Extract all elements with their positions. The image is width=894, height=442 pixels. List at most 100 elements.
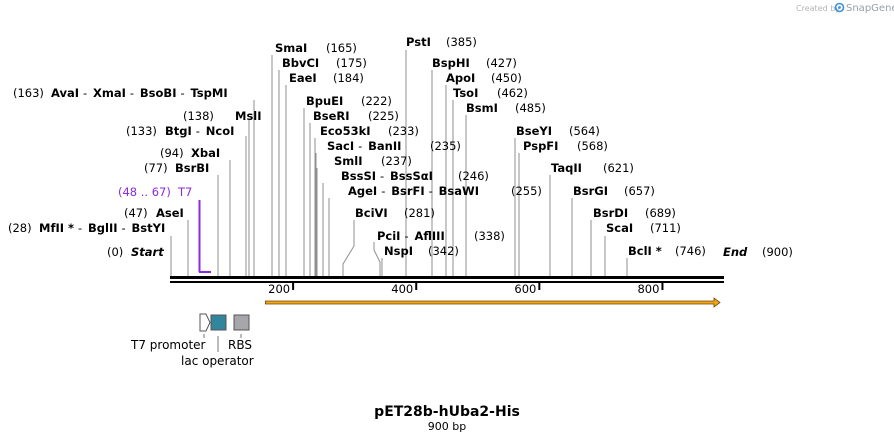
- site-separator: -: [78, 221, 82, 235]
- orf-arrow-shape: [265, 297, 721, 308]
- site-bsrbi: BsrBI(77): [144, 161, 209, 175]
- site-position: (568): [577, 139, 608, 153]
- site-position: (485): [515, 101, 546, 115]
- site-position: (564): [569, 124, 600, 138]
- site-separator: -: [358, 139, 362, 153]
- site-position: (77): [144, 161, 168, 175]
- site-name: MslI: [235, 109, 262, 123]
- site-bsrgi: BsrGI(657): [573, 184, 655, 198]
- site-position: (450): [491, 71, 522, 85]
- tick-label: 400: [391, 282, 413, 296]
- site-position: (233): [388, 124, 419, 138]
- site-btgi: BtgI-NcoI(133): [126, 124, 234, 138]
- site-apoi: ApoI(450): [446, 71, 522, 85]
- end-label: End: [723, 245, 748, 259]
- site-name: BanII: [368, 139, 401, 153]
- site-separator: -: [404, 229, 408, 243]
- site-name: BciVI: [355, 206, 388, 220]
- site-bcli: BclI *(746): [628, 244, 706, 258]
- site-nspi: NspI(342): [384, 244, 459, 258]
- site-separator: -: [180, 86, 184, 100]
- site-name: MfII *: [39, 221, 74, 235]
- site-separator: -: [381, 184, 385, 198]
- site-pspfi: PspFI(568): [523, 139, 608, 153]
- start-label: Start: [131, 245, 164, 259]
- t7-feature-marker: [198, 200, 211, 273]
- site-name: BspHI: [432, 56, 470, 70]
- site-name: AgeI: [348, 184, 377, 198]
- site-scai: ScaI(711): [606, 221, 681, 235]
- end-pos: (900): [762, 245, 793, 259]
- site-leader-lines: [170, 50, 628, 276]
- site-bcivi: BciVI(281): [355, 206, 435, 220]
- map-length: 900 bp: [428, 420, 466, 433]
- site-position: (657): [624, 184, 655, 198]
- site-name: TaqII: [551, 161, 582, 175]
- site-name: BsoBI: [140, 86, 177, 100]
- site-smli: SmlI(237): [334, 154, 412, 168]
- site-position: (163): [13, 86, 44, 100]
- site-name: NcoI: [206, 124, 235, 138]
- site-position: (47): [124, 206, 148, 220]
- site-bseri: BseRI(225): [313, 109, 399, 123]
- site-name: BseYI: [516, 124, 552, 138]
- site-position: (225): [368, 109, 399, 123]
- site-position: (133): [126, 124, 157, 138]
- site-separator: -: [130, 86, 134, 100]
- site-agei: AgeI-BsrFI-BsaWI(255): [348, 184, 542, 198]
- site-position: (94): [160, 146, 184, 160]
- site-name: BsaWI: [439, 184, 479, 198]
- site-xbai: XbaI (94): [160, 146, 220, 160]
- tick-label: 200: [268, 282, 290, 296]
- site-name: BclI *: [628, 244, 662, 258]
- site-name: SmlI: [334, 154, 363, 168]
- site-position: (235): [430, 139, 461, 153]
- site-separator: -: [429, 184, 433, 198]
- site-name: BstYI: [132, 221, 166, 235]
- site-name: AflIII: [414, 229, 444, 243]
- site-position: (427): [486, 56, 517, 70]
- site-bpuei: BpuEI(222): [306, 94, 392, 108]
- site-name: Eco53kI: [320, 124, 371, 138]
- site-position: (462): [497, 86, 528, 100]
- site-asei: AseI (47): [124, 206, 184, 220]
- site-separator: -: [122, 221, 126, 235]
- site-position: (621): [603, 161, 634, 175]
- site-name: TspMI: [190, 86, 227, 100]
- tick-label: 600: [514, 282, 536, 296]
- site-name: AvaI: [51, 86, 79, 100]
- site-bsrdi: BsrDI(689): [593, 206, 676, 220]
- site-name: AseI: [156, 206, 184, 220]
- site-name: XmaI: [93, 86, 126, 100]
- site-name: XbaI: [191, 146, 220, 160]
- site-name: EaeI: [289, 71, 317, 85]
- legend-rbs: RBS: [228, 338, 252, 352]
- map-title: pET28b-hUba2-His: [374, 404, 520, 420]
- site-position: (28): [8, 221, 32, 235]
- site-position: (175): [336, 56, 367, 70]
- site-position: (222): [361, 94, 392, 108]
- site-name: BbvCI: [282, 56, 319, 70]
- tick-label: 800: [637, 282, 659, 296]
- site-eaei: EaeI(184): [289, 71, 364, 85]
- site-separator: -: [83, 86, 87, 100]
- orf-arrow: [265, 297, 721, 308]
- rbs-glyph-icon: [233, 314, 250, 331]
- credit-brand: SnapGene: [846, 3, 894, 14]
- site-position: (385): [446, 35, 477, 49]
- site-separator: -: [196, 124, 200, 138]
- lac-operator-glyph-icon: [210, 314, 227, 331]
- site-name: BsrDI: [593, 206, 628, 220]
- site-position: (711): [650, 221, 681, 235]
- site-msli: MslI(138): [183, 109, 262, 123]
- site-name: TsoI: [453, 86, 478, 100]
- snapgene-logo-icon: [834, 2, 845, 13]
- site-avai: AvaI-XmaI-BsoBI-TspMI(163): [13, 86, 228, 100]
- site-name: NspI: [384, 244, 413, 258]
- credit-prefix: Created by: [796, 4, 840, 13]
- backbone-top-strand: [170, 276, 724, 279]
- backbone-bottom-strand: [170, 281, 724, 283]
- site-bbvci: BbvCI (175): [282, 56, 367, 70]
- site-name: PstI: [406, 35, 431, 49]
